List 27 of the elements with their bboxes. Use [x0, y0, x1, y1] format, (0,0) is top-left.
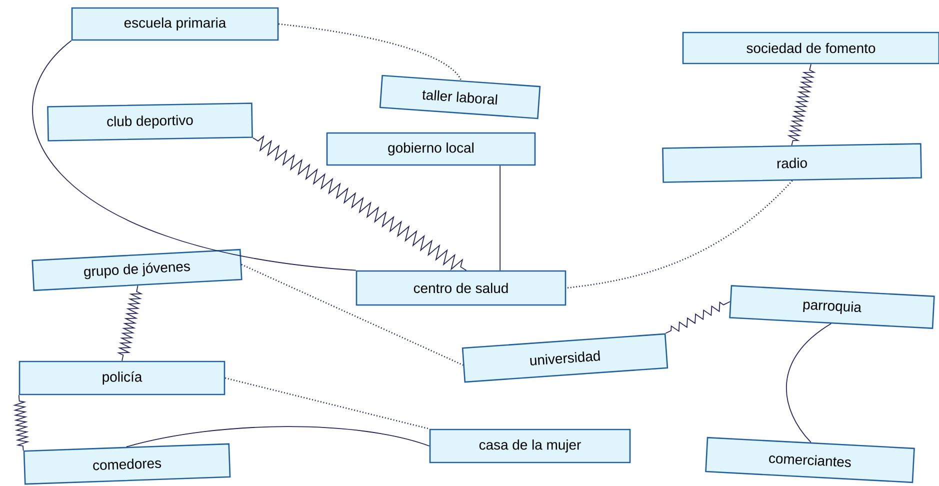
- connector: [786, 323, 832, 443]
- connector: [252, 135, 467, 271]
- connector: [665, 301, 730, 334]
- connector: [500, 165, 501, 271]
- label-box: parroquia: [729, 285, 935, 329]
- label-box: taller laboral: [379, 74, 541, 120]
- connector: [116, 285, 144, 362]
- connector: [787, 64, 816, 146]
- label-box: sociedad de fomento: [682, 32, 939, 64]
- label-box: comerciantes: [705, 436, 915, 484]
- connector: [224, 377, 430, 430]
- label-box: radio: [662, 143, 922, 183]
- connector: [566, 180, 793, 289]
- label-box: gobierno local: [326, 132, 536, 166]
- label-box: centro de salud: [356, 270, 566, 306]
- label-box: grupo de jóvenes: [32, 248, 242, 292]
- connector: [32, 40, 356, 271]
- label-box: club deportivo: [47, 102, 253, 142]
- label-box: policía: [18, 360, 226, 396]
- connector: [241, 264, 464, 366]
- label-box: comedores: [23, 443, 231, 485]
- label-box: universidad: [462, 333, 668, 383]
- label-box: escuela primaria: [71, 7, 279, 41]
- label-box: casa de la mujer: [429, 428, 631, 464]
- connector: [12, 394, 30, 451]
- connector: [126, 426, 430, 448]
- connector: [278, 23, 462, 81]
